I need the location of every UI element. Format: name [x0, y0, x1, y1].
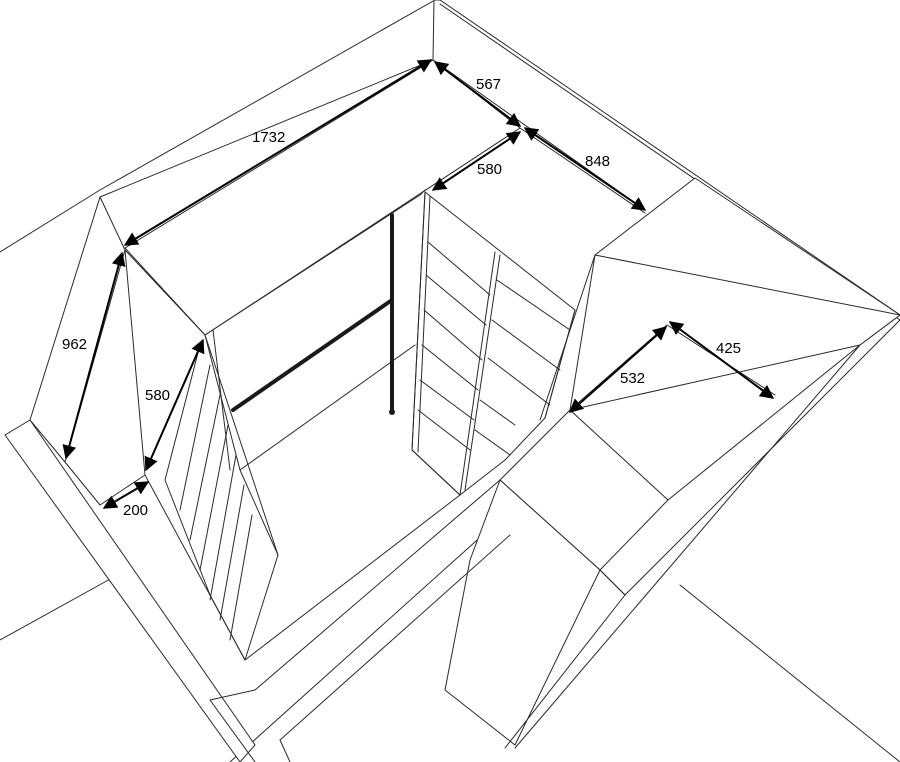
- dimension-lines: [62, 59, 775, 509]
- dim-right-cabinet-width-line: [668, 321, 775, 399]
- dim-top-width-label: 1732: [252, 129, 285, 146]
- dim-left-shelf-depth-line: [102, 481, 150, 509]
- dim-right-depth-line: [523, 127, 647, 211]
- dim-right-cabinet-width-label: 425: [716, 340, 741, 357]
- floor-edges: [209, 479, 511, 762]
- center-shelf-tower: [411, 191, 576, 496]
- dimension-labels: 1732 567 848 580 962 580 200 532 425: [62, 76, 741, 519]
- dim-left-depth-label: 580: [145, 387, 170, 404]
- dim-left-shelf-depth-label: 200: [123, 502, 148, 519]
- dim-top-depth-right-label: 567: [476, 76, 501, 93]
- dim-right-cabinet-depth-line: [568, 326, 668, 413]
- dim-left-height-line: [62, 251, 126, 460]
- dim-right-cabinet-depth-label: 532: [620, 370, 645, 387]
- dim-top-depth-right-line: [433, 61, 522, 127]
- dim-left-height-label: 962: [62, 336, 87, 353]
- dim-top-width-line: [123, 59, 433, 246]
- dim-left-depth-line: [144, 338, 205, 472]
- hanging-rod: [231, 213, 395, 415]
- dim-right-depth-label: 848: [585, 153, 610, 170]
- dim-inner-depth-label: 580: [477, 161, 502, 178]
- dim-inner-depth-line: [431, 131, 522, 191]
